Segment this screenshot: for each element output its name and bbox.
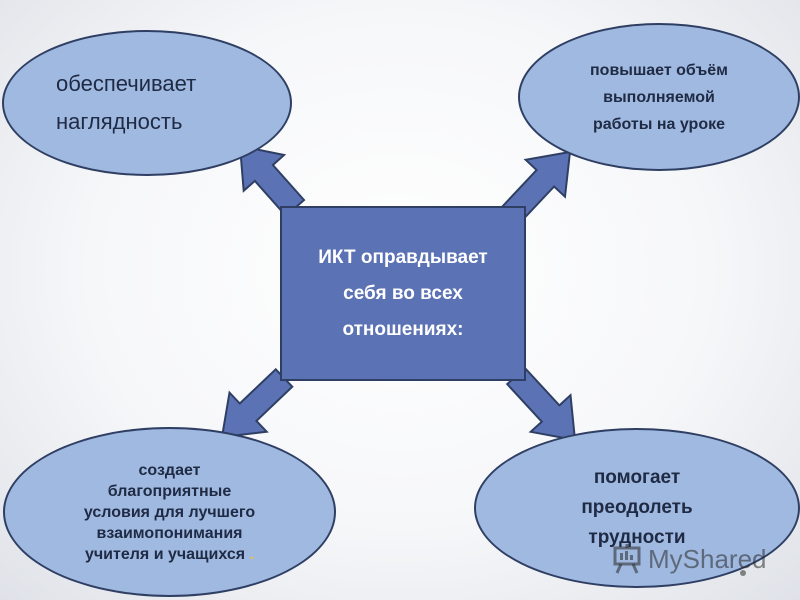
watermark-dot bbox=[740, 570, 746, 576]
oval-understanding-text-wrap: создает благоприятные условия для лучшег… bbox=[84, 460, 255, 565]
oval-understanding: создает благоприятные условия для лучшег… bbox=[3, 427, 336, 597]
oval-overcome-difficulties-text: помогает преодолеть трудности bbox=[581, 467, 693, 548]
arrow-to-bottom-right bbox=[505, 366, 577, 442]
arrow-to-bottom-left bbox=[220, 367, 294, 439]
oval-work-volume: повышает объём выполняемой работы на уро… bbox=[518, 23, 800, 171]
oval-visual-clarity: обеспечивает наглядность bbox=[2, 30, 292, 176]
oval-understanding-text: создает благоприятные условия для лучшег… bbox=[83, 461, 256, 563]
oval-visual-clarity-text: обеспечивает наглядность bbox=[56, 71, 197, 134]
center-box-text: ИКТ оправдывает себя во всех отношениях: bbox=[318, 246, 488, 340]
watermark-text: MyShared bbox=[648, 543, 767, 574]
oval-overcome-difficulties: помогает преодолеть трудности bbox=[474, 428, 800, 588]
watermark: MyShared bbox=[612, 536, 767, 582]
center-box: ИКТ оправдывает себя во всех отношениях: bbox=[280, 206, 526, 381]
presentation-board-icon bbox=[613, 544, 641, 574]
oval-understanding-dot: . bbox=[245, 545, 255, 563]
oval-work-volume-text: повышает объём выполняемой работы на уро… bbox=[590, 61, 728, 133]
